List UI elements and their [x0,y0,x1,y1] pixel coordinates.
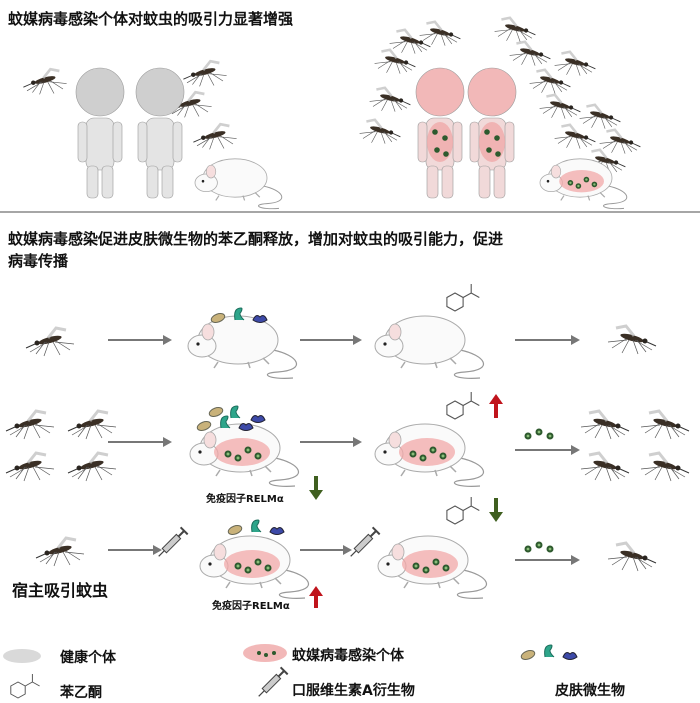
mosquito-icon [640,409,690,440]
vitamin-a-syringe-icon [350,526,381,557]
acetophenone-up-arrow [489,394,503,418]
legend-healthy-label: 健康个体 [60,650,116,666]
relm-alpha-up-arrow [309,586,323,608]
skin-microbes-icon [210,307,268,323]
infected-mouse [539,158,628,210]
healthy-mouse [187,315,298,379]
mosquito-icon [67,451,117,482]
mosquito-icon [369,86,411,112]
relm-alpha-down-arrow [309,476,323,500]
mosquito-icon [579,103,621,129]
top-section-title: 蚊媒病毒感染个体对蚊虫的吸引力显著增强 [8,10,294,28]
mosquito-icon [494,16,536,42]
mosquito-icon [580,451,630,482]
process-arrow [515,335,580,345]
mosquito-icon [374,48,416,74]
host-attract-label: 宿主吸引蚊虫 [12,581,109,600]
mosquito-icon [640,451,690,482]
mosquito-icon [389,28,431,54]
acetophenone-down-arrow [489,498,503,522]
skin-microbes-icon [227,519,285,535]
infected-mouse [189,423,300,487]
mosquito-icon [580,409,630,440]
process-arrow [300,335,362,345]
skin-microbes-icon [196,405,266,431]
process-arrow [108,335,172,345]
process-arrow [515,445,580,455]
immune-factor-label-down: 免疫因子RELMα [206,494,284,505]
mosquito-icon [25,326,75,357]
bottom-section-title-line1: 蚊媒病毒感染促进皮肤微生物的苯乙酮释放，增加对蚊虫的吸引能力，促进 [8,230,504,248]
mosquito-icon [584,148,626,174]
healthy-mouse [374,315,485,379]
mosquito-icon [193,122,237,150]
healthy-human-figure [75,67,125,199]
mosquito-icon [509,40,551,66]
mosquito-icon [554,123,596,149]
mosquito-icon [183,59,227,87]
mosquito-icon [607,324,657,355]
process-arrow [515,555,580,565]
process-arrow [108,437,172,447]
process-arrow [108,545,162,555]
vitamin-a-syringe-icon [258,666,289,697]
legend-acetophenone-label: 苯乙酮 [60,685,102,701]
mosquito-icon [599,128,641,154]
infected-mouse [199,535,310,599]
legend-skin-microbes-label: 皮肤微生物 [555,683,625,699]
mosquito-icon [607,541,657,572]
legend-healthy-swatch [3,649,41,663]
infected-mouse [377,535,488,599]
acetophenone-icon [446,391,480,420]
virus-particles-icon [524,428,554,440]
skin-microbes-icon [520,644,578,660]
mosquito-icon [5,409,55,440]
process-arrow [300,545,352,555]
mosquito-icon [554,50,596,76]
mosquito-icon [359,118,401,144]
healthy-human-figure [135,67,185,199]
immune-factor-label-up: 免疫因子RELMα [212,601,290,612]
infected-human-figure [415,67,465,199]
mosquito-icon [23,67,67,95]
acetophenone-icon [446,496,480,525]
legend-infected-swatch [243,644,287,662]
mosquito-icon [67,409,117,440]
virus-particles-icon [524,541,554,553]
mosquito-icon [539,93,581,119]
process-arrow [300,437,362,447]
healthy-mouse [194,158,283,210]
mosquito-icon [529,68,571,94]
infected-mouse [374,423,485,487]
acetophenone-icon [446,283,480,312]
legend-vitamin-a-label: 口服维生素A衍生物 [292,683,415,699]
acetophenone-icon [10,673,40,699]
mosquito-icon [35,536,85,567]
mosquito-icon [5,451,55,482]
bottom-section-title-line2: 病毒传播 [8,252,69,270]
mosquito-icon [419,20,461,46]
infected-human-figure [467,67,517,199]
legend-infected-label: 蚊媒病毒感染个体 [292,648,404,664]
vitamin-a-syringe-icon [158,526,189,557]
